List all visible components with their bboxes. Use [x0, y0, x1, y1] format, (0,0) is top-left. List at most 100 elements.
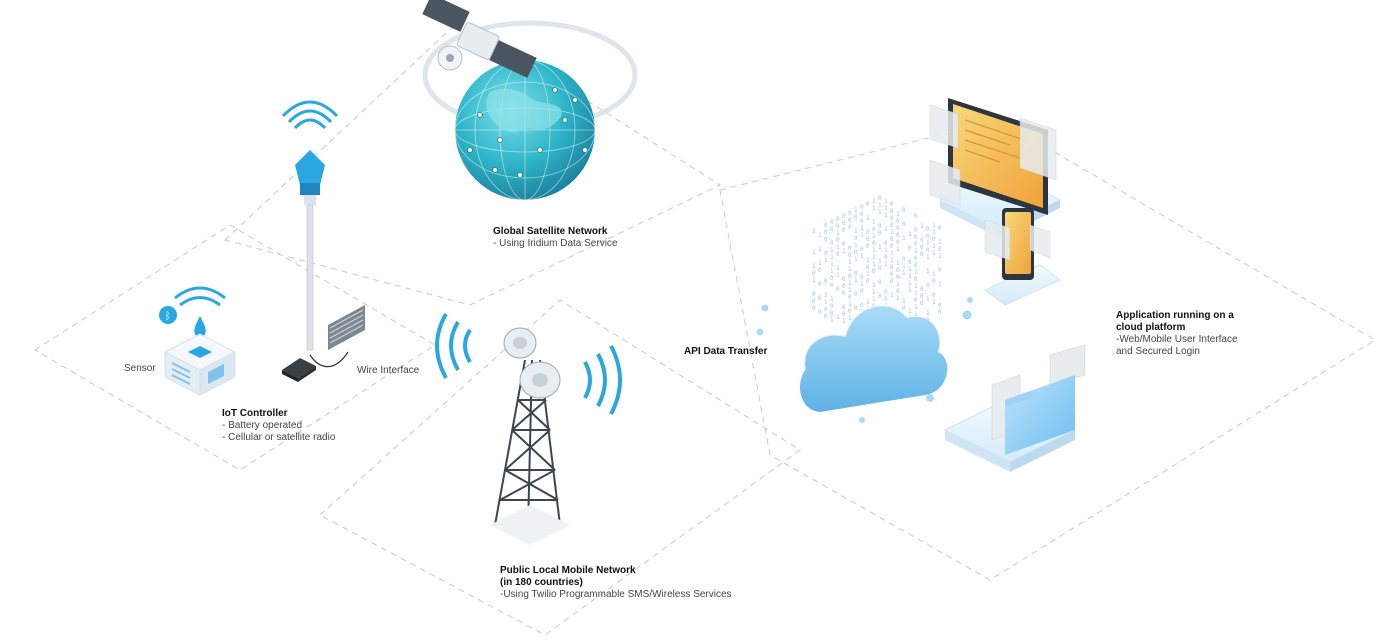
binary-digit: 0: [914, 262, 918, 269]
binary-digit: 0: [860, 218, 864, 225]
binary-digit: 0: [812, 298, 816, 305]
binary-digit: 0: [932, 278, 936, 285]
binary-digit: 0: [890, 201, 894, 208]
zone-satellite-link: [223, 19, 722, 306]
binary-digit: 1: [818, 260, 822, 267]
binary-digit: 0: [902, 256, 906, 263]
binary-digit: 0: [860, 246, 864, 253]
binary-digit: 0: [884, 296, 888, 303]
binary-digit: 0: [890, 264, 894, 271]
binary-digit: 1: [848, 315, 852, 322]
binary-digit: 1: [908, 266, 912, 273]
binary-digit: 1: [896, 295, 900, 302]
binary-digit: 0: [914, 276, 918, 283]
binary-digit: 1: [884, 226, 888, 233]
binary-digit: 0: [872, 226, 876, 233]
binary-digit: 1: [884, 261, 888, 268]
binary-digit: 0: [902, 305, 906, 312]
binary-digit: 0: [896, 274, 900, 281]
sensor-label: Sensor: [124, 363, 156, 374]
binary-digit: 1: [914, 248, 918, 255]
binary-digit: 1: [830, 261, 834, 268]
binary-digit: 1: [824, 299, 828, 306]
binary-digit: 0: [818, 295, 822, 302]
binary-digit: 1: [872, 247, 876, 254]
binary-digit: 1: [884, 205, 888, 212]
binary-digit: 0: [824, 222, 828, 229]
mobile-network-title-1: Public Local Mobile Network: [500, 565, 636, 576]
binary-digit: 0: [908, 259, 912, 266]
binary-digit: 0: [836, 223, 840, 230]
binary-digit: 0: [902, 221, 906, 228]
binary-digit: 0: [938, 267, 942, 274]
binary-digit: 0: [836, 216, 840, 223]
binary-digit: 0: [812, 291, 816, 298]
binary-digit: 0: [938, 225, 942, 232]
controller-box-icon: [282, 358, 316, 382]
binary-digit: 0: [926, 226, 930, 233]
binary-digit: 0: [890, 215, 894, 222]
binary-digit: 0: [842, 290, 846, 297]
binary-digit: 0: [854, 214, 858, 221]
binary-digit: 1: [890, 292, 894, 299]
binary-digit: 1: [872, 198, 876, 205]
binary-digit: 0: [848, 308, 852, 315]
zone-mobile: [319, 299, 801, 636]
cell-tower-icon: [435, 312, 622, 545]
cloud-platform-desc-1: -Web/Mobile User Interface: [1116, 334, 1238, 345]
binary-digit: 0: [842, 241, 846, 248]
binary-digit: 0: [896, 288, 900, 295]
binary-digit: 1: [836, 314, 840, 321]
binary-digit: 0: [842, 283, 846, 290]
binary-digit: 0: [824, 313, 828, 320]
binary-digit: 1: [848, 287, 852, 294]
binary-digit: 0: [890, 243, 894, 250]
binary-digit: 1: [884, 198, 888, 205]
binary-digit: 0: [926, 282, 930, 289]
binary-digit: 0: [842, 220, 846, 227]
binary-digit: 0: [872, 268, 876, 275]
binary-digit: 1: [872, 282, 876, 289]
binary-digit: 1: [902, 263, 906, 270]
binary-digit: 1: [854, 228, 858, 235]
binary-digit: 1: [884, 212, 888, 219]
wire-interface-icon: [309, 305, 365, 368]
binary-digit: 0: [842, 213, 846, 220]
binary-digit: 1: [932, 243, 936, 250]
binary-digit: 0: [878, 230, 882, 237]
monitor-icon: [929, 98, 1062, 238]
cloud-icon: [756, 297, 973, 423]
binary-digit: 0: [896, 232, 900, 239]
globe-land: [486, 88, 562, 133]
binary-digit: 1: [830, 268, 834, 275]
binary-digit: 0: [830, 303, 834, 310]
binary-digit: 0: [926, 233, 930, 240]
folder-icon: [943, 344, 1086, 472]
binary-digit: 1: [914, 269, 918, 276]
binary-digit: 1: [872, 254, 876, 261]
binary-digit: 1: [884, 247, 888, 254]
satellite-icon: [422, 0, 537, 78]
binary-digit: 1: [872, 205, 876, 212]
binary-digit: 1: [896, 211, 900, 218]
binary-digit: 1: [824, 292, 828, 299]
binary-digit: 0: [890, 222, 894, 229]
binary-digit: 1: [890, 257, 894, 264]
binary-digit: 1: [914, 290, 918, 297]
binary-digit: 0: [866, 201, 870, 208]
binary-digit: 0: [896, 239, 900, 246]
mobile-network-desc: -Using Twilio Programmable SMS/Wireless …: [500, 589, 732, 600]
binary-digit: 1: [926, 296, 930, 303]
binary-digit: 0: [884, 240, 888, 247]
binary-digit: 1: [908, 287, 912, 294]
binary-digit: 1: [836, 265, 840, 272]
binary-digit: 0: [908, 245, 912, 252]
binary-digit: 0: [920, 286, 924, 293]
phone-icon: [984, 208, 1061, 306]
binary-digit: 1: [860, 225, 864, 232]
binary-digit: 1: [926, 254, 930, 261]
binary-digit: 1: [830, 296, 834, 303]
binary-digit: 1: [866, 257, 870, 264]
binary-digit: 1: [866, 299, 870, 306]
binary-digit: 0: [938, 302, 942, 309]
